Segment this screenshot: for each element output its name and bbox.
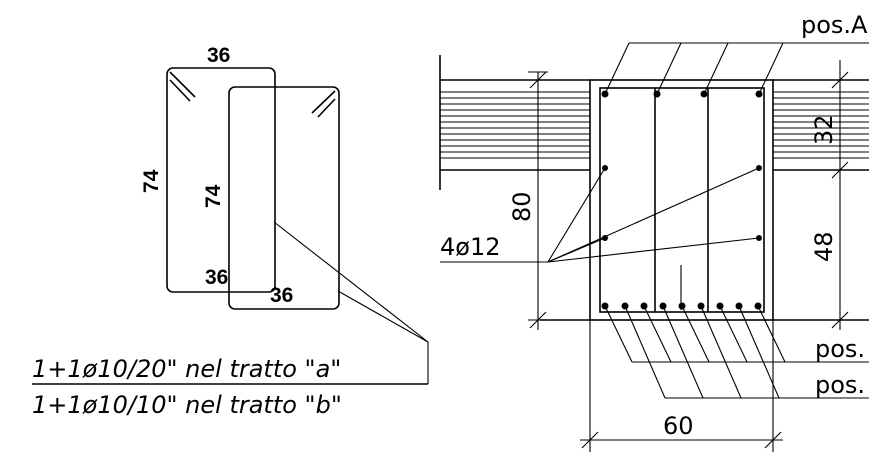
bottom-bars-leaders [604,305,869,399]
width-dimension-label: 60 [663,412,694,440]
outer-height-label: 74 [140,169,163,193]
inner-bottom-label: 36 [270,284,293,307]
dimension-right [830,60,850,330]
outer-stirrup [166,67,276,293]
pos-b-label: pos. [815,335,865,363]
slab-hatch-left [439,55,590,190]
beam-stirrup [599,87,765,313]
pos-c-label: pos. [815,371,865,399]
outer-width-label: 36 [207,44,230,67]
stirrup-note-line-2: 1+1ø10/10" nel tratto "b" [32,391,342,419]
stirrup-detail: 36 74 74 36 36 1+1ø10/20" nel tratto "a"… [32,44,429,419]
inner-height-label: 74 [202,184,225,208]
dimension-width [580,320,783,452]
top-bars [601,90,763,98]
pos-a-leaders [604,42,869,95]
side-bars-label: 4ø12 [440,233,501,261]
beam-outline [589,79,774,321]
pos-a-label: pos.A [801,11,868,39]
side-bars-leaders [440,167,760,263]
height-dimension-label: 80 [508,191,536,222]
slab-dimension-label: 32 [810,114,838,145]
side-bars [602,165,762,241]
inner-stirrup [228,86,340,310]
stirrup-note-line-1: 1+1ø10/20" nel tratto "a" [32,355,341,383]
slab-hatch-right [773,79,869,171]
dimension-height [528,71,590,330]
web-dimension-label: 48 [810,231,838,262]
beam-section: pos.A 4ø12 pos. pos. [439,11,869,452]
outer-bottom-label: 36 [205,266,228,289]
